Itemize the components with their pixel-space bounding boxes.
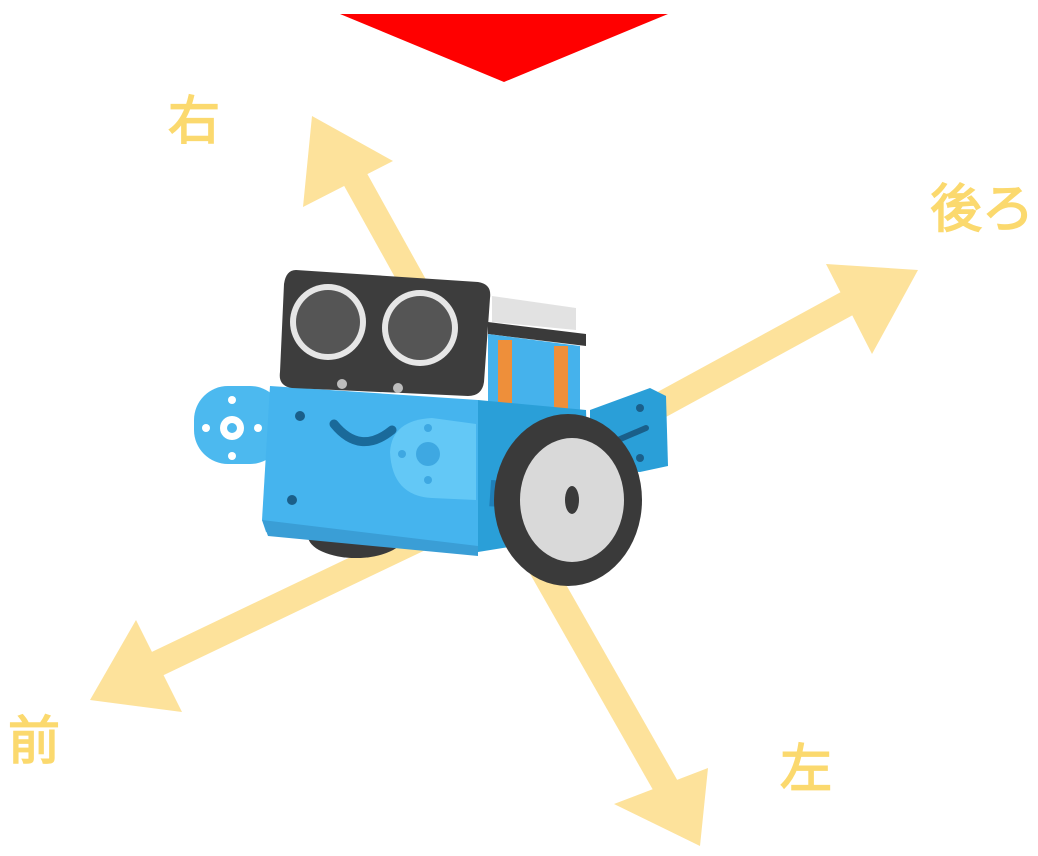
robot-illustration: M [194, 270, 668, 586]
label-front: 前 [8, 716, 60, 768]
label-left: 左 [780, 744, 832, 796]
pointer-triangle [340, 14, 668, 82]
front-wheel [494, 414, 642, 586]
label-right: 右 [168, 96, 220, 148]
ultrasonic-sensor [280, 270, 491, 396]
arrow-right [303, 116, 418, 292]
label-back: 後ろ [930, 184, 1034, 236]
battery-pack [488, 296, 586, 412]
